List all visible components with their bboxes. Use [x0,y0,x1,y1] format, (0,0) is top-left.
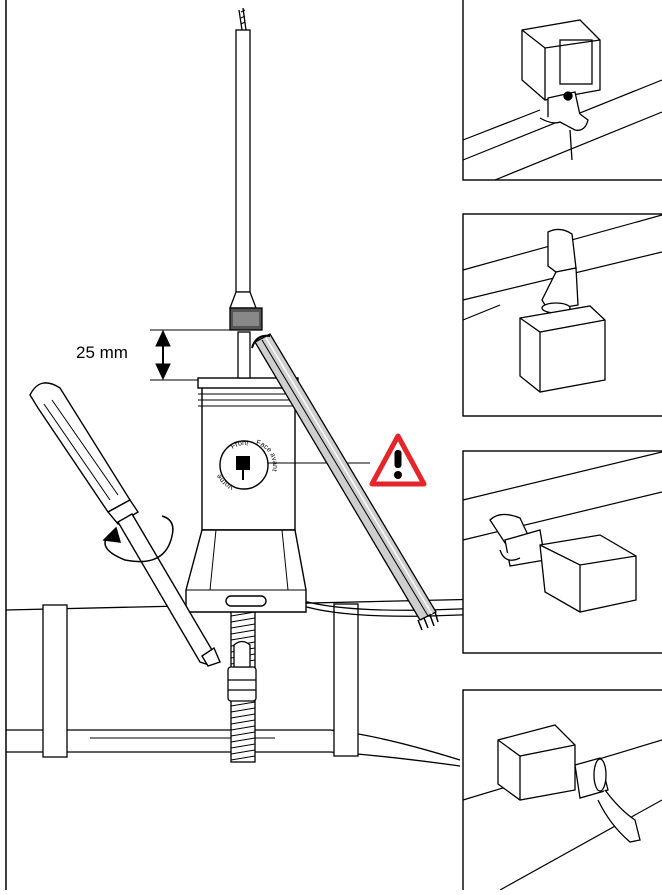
install-option-panel-4 [462,689,662,893]
install-option-panel-3 [462,450,662,654]
rotation-arrow-icon [102,515,174,563]
dimension-label: 25 mm [76,343,128,362]
probe-lower [237,331,251,379]
pipe-strap-right [333,603,359,757]
install-option-panel-1 [462,0,662,181]
probe-wire [229,7,257,309]
probe-collar [229,307,263,331]
sensor-cable [251,333,439,631]
front-marker-square [236,456,250,470]
screwdriver-icon [29,382,221,667]
dimension-marker [150,329,230,381]
clamp-screw-head [227,640,257,702]
front-text-en: Front [230,440,249,451]
pipe-strap-left [42,604,68,758]
warning-icon [369,433,427,487]
install-option-panel-2 [462,213,662,417]
sensor-housing [185,377,307,613]
